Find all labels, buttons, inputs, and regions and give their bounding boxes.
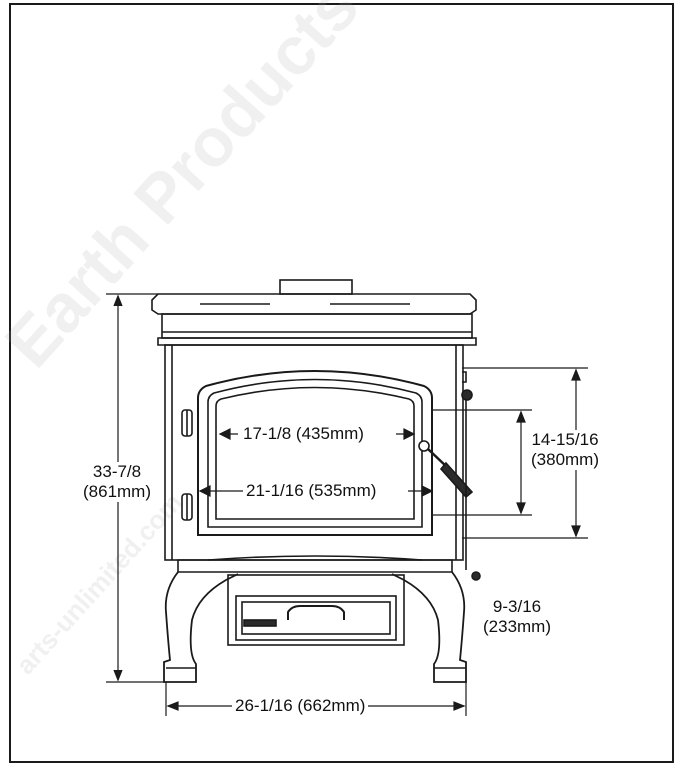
leg-right xyxy=(391,571,467,683)
glass-height-imperial: 9-3/16 xyxy=(492,597,542,616)
glass-height-metric: (233mm) xyxy=(483,617,552,636)
glass-width-label: 21-1/16 (535mm) xyxy=(243,481,380,501)
leg-left xyxy=(163,571,239,683)
door-height-imperial: 14-15/16 xyxy=(531,430,599,449)
overall-width-label: 26-1/16 (662mm) xyxy=(232,696,369,716)
air-control-knob xyxy=(461,389,473,401)
door-frame xyxy=(197,370,433,536)
door-height-label: 14-15/16 (380mm) xyxy=(528,430,603,470)
glass-height-label: 9-3/16 (233mm) xyxy=(480,597,555,637)
door-opening-width-label: 17-1/8 (435mm) xyxy=(240,424,367,444)
upper-band xyxy=(161,313,473,339)
overall-height-imperial: 33-7/8 xyxy=(92,462,142,481)
ash-pan-handle xyxy=(287,605,345,620)
ash-pan-drawer xyxy=(235,595,397,641)
door-glass xyxy=(215,386,415,520)
overall-height-label: 33-7/8 (861mm) xyxy=(80,462,155,502)
ash-apron xyxy=(177,559,453,573)
door-height-metric: (380mm) xyxy=(531,450,600,469)
flue-collar xyxy=(279,279,353,295)
handle-pivot xyxy=(418,440,430,452)
diagram-frame xyxy=(9,3,674,763)
overall-height-metric: (861mm) xyxy=(83,482,152,501)
dimension-lines xyxy=(106,293,588,716)
ash-pan-housing xyxy=(227,574,405,646)
